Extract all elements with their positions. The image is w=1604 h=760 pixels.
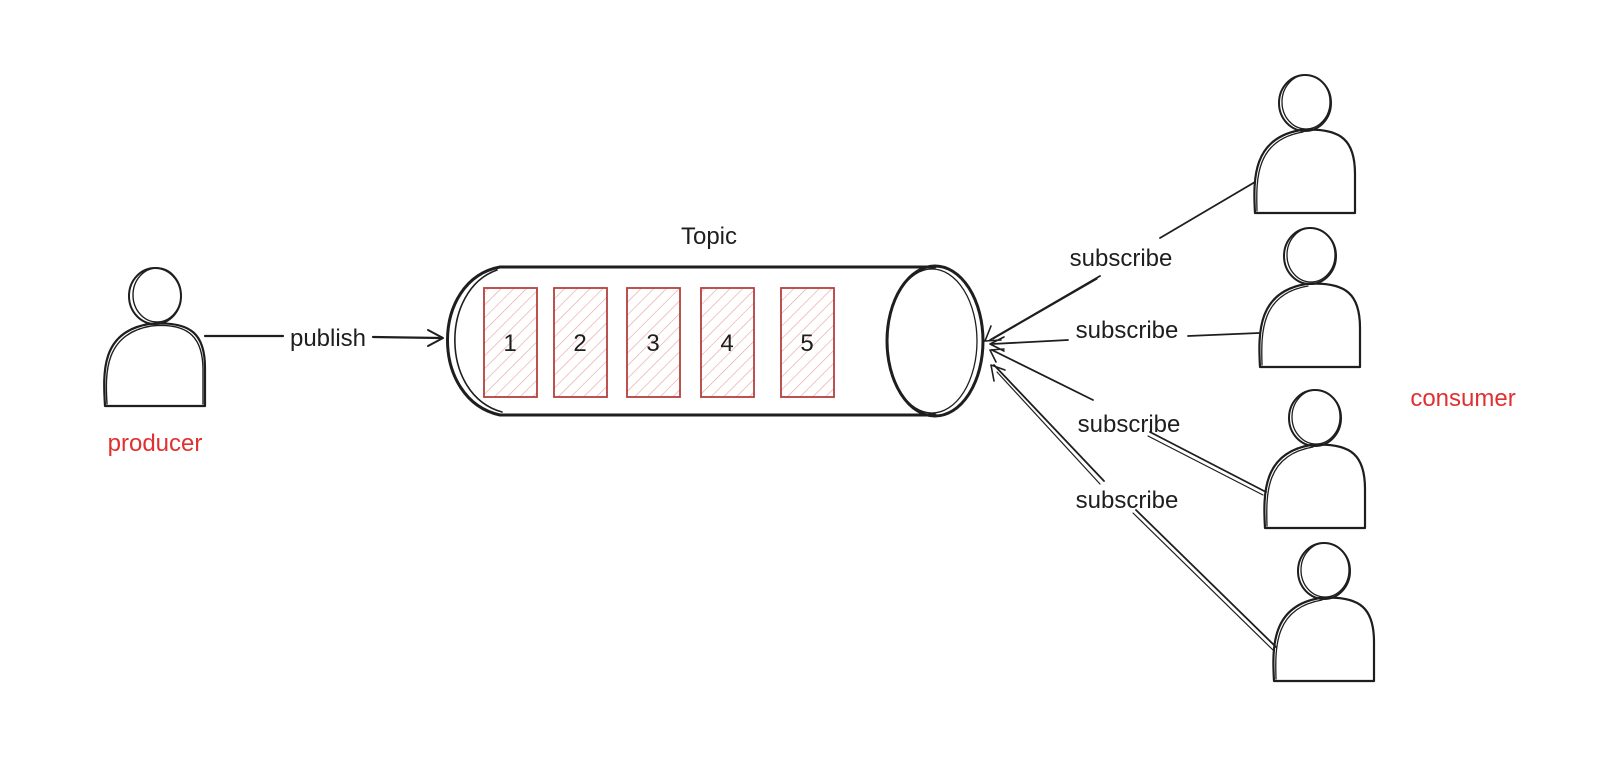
consumer-icon <box>1272 542 1376 683</box>
topic-cylinder <box>446 264 985 418</box>
subscribe-arrow <box>989 348 1267 496</box>
subscribe-label: subscribe <box>1070 245 1173 272</box>
publish-label: publish <box>290 325 366 352</box>
message-number: 2 <box>573 330 586 357</box>
subscribe-label: subscribe <box>1076 317 1179 344</box>
message-number: 3 <box>646 330 659 357</box>
consumer-icon <box>1253 74 1357 215</box>
message-box: 1 <box>483 287 538 398</box>
topic-label: Topic <box>681 223 737 250</box>
message-number: 1 <box>503 330 516 357</box>
consumer-icon <box>1263 389 1367 530</box>
message-box: 3 <box>626 287 681 398</box>
message-box: 5 <box>780 287 835 398</box>
message-number: 4 <box>720 330 733 357</box>
producer-icon <box>103 267 207 408</box>
publish-arrow <box>203 329 444 347</box>
message-box: 4 <box>700 287 755 398</box>
subscribe-label: subscribe <box>1076 487 1179 514</box>
subscribe-label: subscribe <box>1078 411 1181 438</box>
message-box: 2 <box>553 287 608 398</box>
producer-label: producer <box>108 430 203 457</box>
subscribe-arrow <box>990 364 1277 651</box>
message-number: 5 <box>800 330 813 357</box>
consumer-label: consumer <box>1410 385 1515 412</box>
consumer-icon <box>1258 227 1362 369</box>
